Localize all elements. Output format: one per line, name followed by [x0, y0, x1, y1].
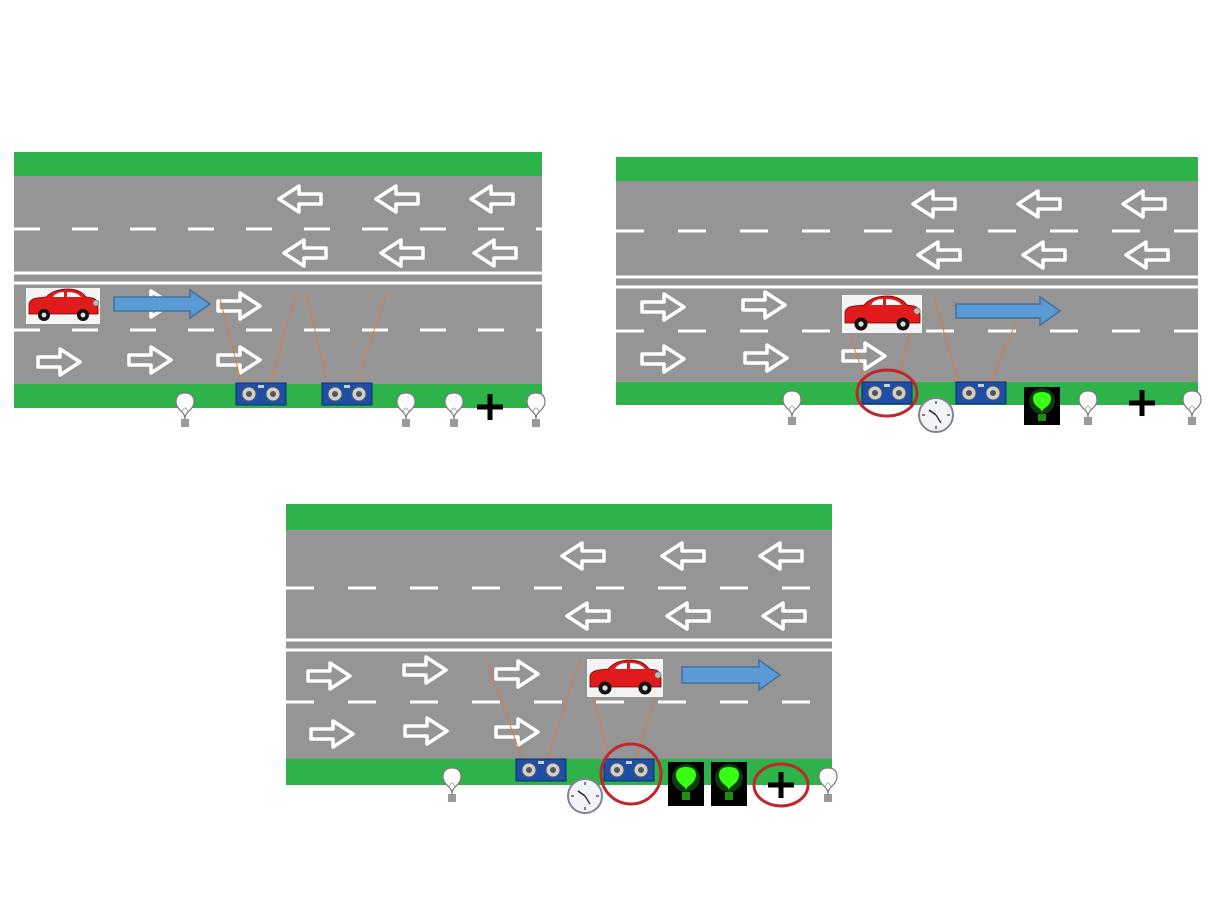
- sensor-beams: [845, 296, 1017, 382]
- light-bulb-off-icon: [396, 392, 416, 427]
- light-bulb-on-icon: [1024, 387, 1060, 425]
- lane-arrow-icon: [758, 541, 804, 571]
- clock-icon: [918, 397, 954, 433]
- blue-direction-arrow-icon: [955, 295, 1062, 327]
- lane-arrow-icon: [911, 189, 957, 219]
- light-bulb-on-icon: [711, 762, 747, 806]
- clock-icon: [567, 778, 603, 814]
- plus-icon: [1129, 390, 1155, 416]
- lane-arrow-icon: [494, 659, 540, 689]
- blue-direction-arrow-icon: [113, 288, 212, 320]
- sensor-beam: [305, 291, 328, 382]
- car-icon: [587, 659, 663, 697]
- lane-arrow-icon: [216, 291, 262, 321]
- sensor-beams: [485, 658, 659, 759]
- lane-arrow-icon: [306, 661, 352, 691]
- top-verge: [14, 152, 542, 176]
- lane-arrow-icon: [277, 184, 323, 214]
- lane-arrow-icon: [379, 238, 425, 268]
- sensor-beam: [270, 291, 297, 382]
- car-icon: [26, 288, 100, 324]
- lane-arrow-icon: [916, 240, 962, 270]
- lane-arrow-icon: [665, 601, 711, 631]
- light-bulb-off-icon: [175, 392, 195, 427]
- ultrasonic-sensor-icon: [861, 381, 913, 405]
- lane-arrow-icon: [403, 716, 449, 746]
- lane-arrow-icon: [36, 347, 82, 377]
- car-icon: [842, 295, 922, 333]
- ultrasonic-sensor-icon: [603, 758, 655, 782]
- light-bulb-off-icon: [1078, 390, 1098, 425]
- sensor-beam: [356, 291, 388, 382]
- sensor-beam: [990, 321, 1017, 382]
- lane-arrow-icon: [660, 541, 706, 571]
- road-scene-3: [286, 504, 838, 814]
- light-bulb-off-icon: [526, 392, 546, 427]
- sensor-beam: [219, 298, 242, 382]
- scenario-panel-3: [286, 504, 846, 824]
- light-bulb-off-icon: [444, 392, 464, 427]
- road-surface: [616, 181, 1198, 382]
- ultrasonic-sensor-icon: [321, 382, 373, 406]
- highlight-ring: [599, 742, 663, 806]
- highlight-ring: [855, 368, 919, 418]
- lane-arrow-icon: [640, 344, 686, 374]
- lane-arrow-icon: [841, 341, 887, 371]
- lane-arrow-icon: [374, 184, 420, 214]
- lane-arrows-left: [560, 541, 807, 631]
- highlight-ring: [752, 762, 810, 808]
- top-verge: [286, 504, 832, 530]
- lane-arrow-icon: [560, 541, 606, 571]
- lane-arrow-icon: [402, 655, 448, 685]
- road-surface: [286, 530, 832, 759]
- lane-arrow-icon: [1021, 240, 1067, 270]
- lane-arrow-icon: [741, 290, 787, 320]
- sensor-beam: [933, 296, 959, 382]
- light-bulb-off-icon: [442, 767, 462, 802]
- lane-arrow-icon: [1016, 189, 1062, 219]
- sensor-beam: [845, 324, 867, 382]
- light-bulb-on-icon: [668, 762, 704, 806]
- lane-arrow-icon: [761, 601, 807, 631]
- light-bulb-off-icon: [1182, 390, 1202, 425]
- lane-arrow-icon: [472, 238, 518, 268]
- lane-arrows-right: [640, 290, 887, 374]
- plus-icon: [477, 394, 503, 420]
- lane-arrow-icon: [1121, 189, 1167, 219]
- lane-arrow-icon: [127, 345, 173, 375]
- lane-arrow-icon: [743, 343, 789, 373]
- lane-arrow-icon: [565, 601, 611, 631]
- ultrasonic-sensor-icon: [235, 382, 287, 406]
- sensor-beams: [219, 291, 388, 382]
- sensor-beam: [547, 658, 581, 759]
- road-scene-2: [616, 157, 1202, 433]
- light-bulb-off-icon: [782, 390, 802, 425]
- lane-arrows-right: [306, 655, 540, 749]
- lane-arrow-icon: [469, 184, 515, 214]
- lane-arrow-icon: [309, 719, 355, 749]
- blue-direction-arrow-icon: [681, 658, 782, 692]
- ultrasonic-sensor-icon: [955, 381, 1007, 405]
- lane-arrow-icon: [494, 717, 540, 747]
- lane-arrow-icon: [216, 345, 262, 375]
- lane-arrows-left: [911, 189, 1170, 270]
- road-scene-1: [14, 152, 546, 427]
- lane-arrows-left: [277, 184, 518, 268]
- top-verge: [616, 157, 1198, 181]
- lane-arrow-icon: [282, 238, 328, 268]
- light-bulb-off-icon: [818, 767, 838, 802]
- lane-arrow-icon: [1124, 240, 1170, 270]
- plus-icon: [768, 772, 794, 798]
- lane-arrow-icon: [640, 292, 686, 322]
- sensor-beam: [485, 658, 523, 759]
- scenario-panel-1: [14, 152, 559, 432]
- ultrasonic-sensor-icon: [515, 758, 567, 782]
- sensor-beam: [589, 688, 611, 759]
- road-surface: [14, 176, 542, 384]
- scenario-panel-2: [616, 157, 1206, 437]
